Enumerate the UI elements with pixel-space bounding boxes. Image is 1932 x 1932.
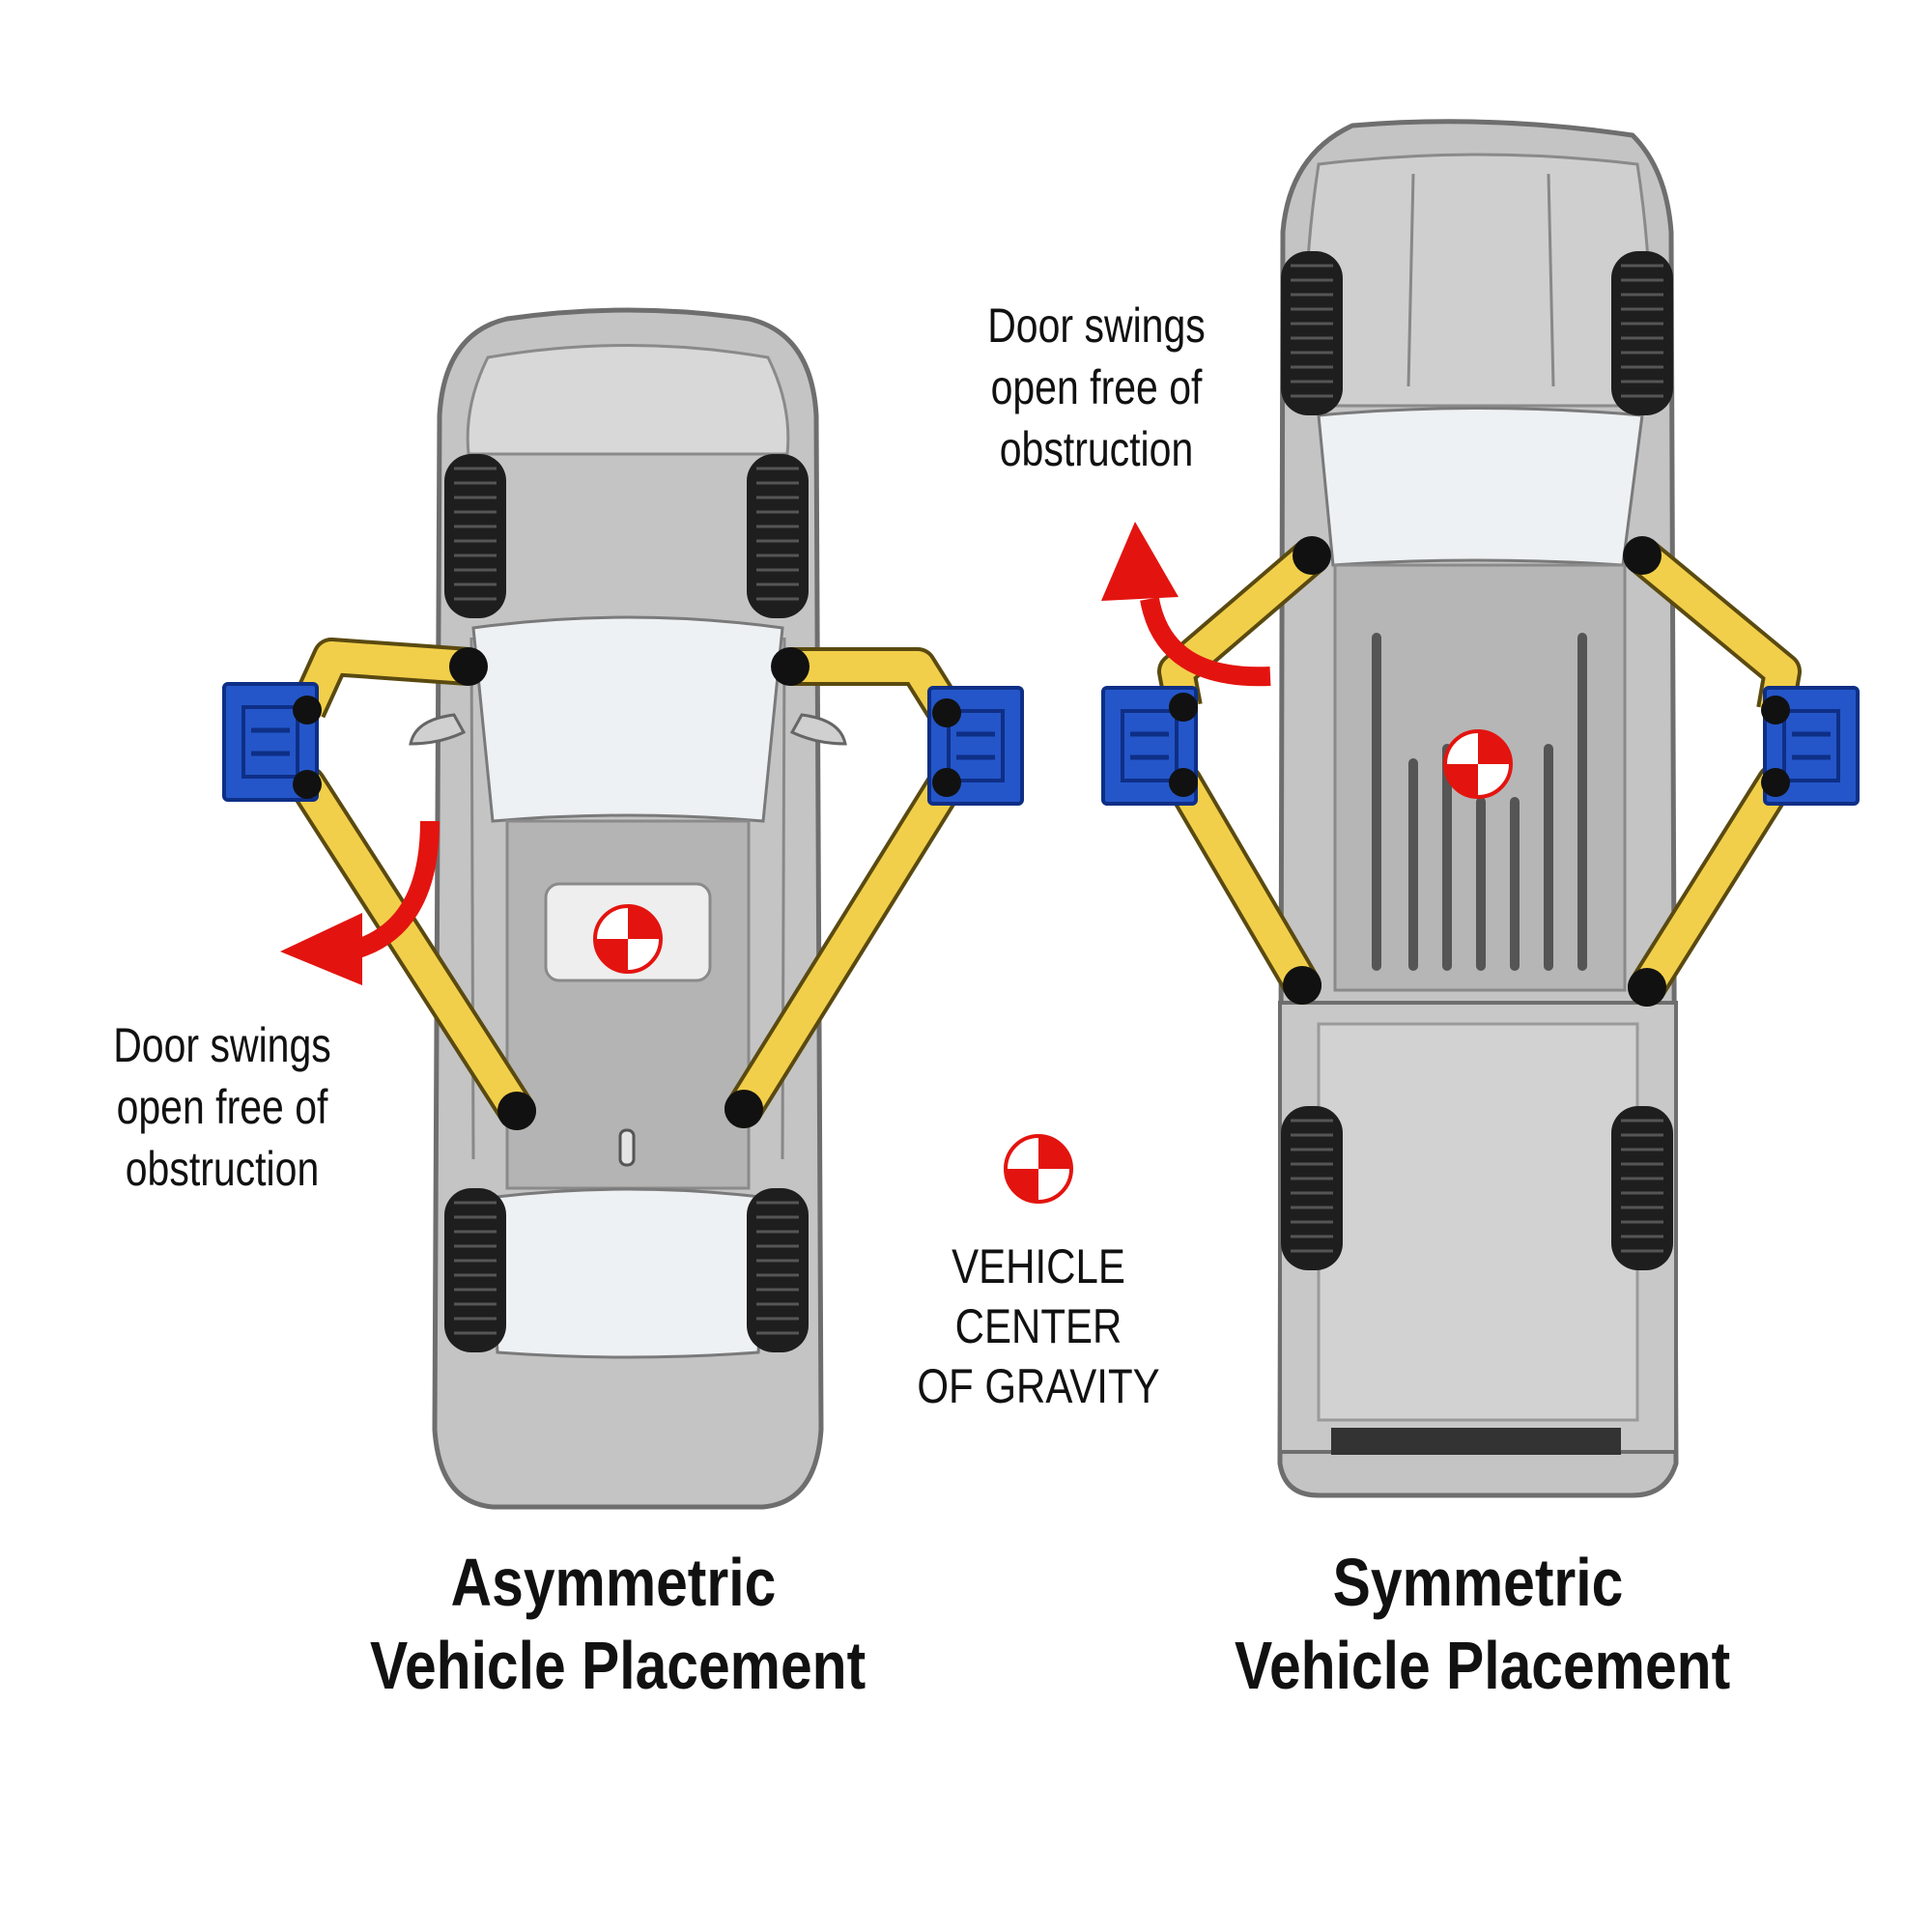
symmetric-placement-title: Symmetric Vehicle Placement (1235, 1541, 1731, 1707)
truck-door-note: Door swings open free of obstruction (985, 295, 1208, 480)
symmetric-title-line-2: Vehicle Placement (1235, 1628, 1731, 1703)
legend-line-2: CENTER (954, 1299, 1122, 1353)
truck-door-note-line-3: obstruction (999, 422, 1194, 476)
pickup-truck-vehicle (1277, 119, 1679, 1498)
sedan-door-note-line-2: open free of (116, 1080, 328, 1134)
truck-door-note-line-2: open free of (990, 360, 1203, 414)
sedan-door-note: Door swings open free of obstruction (111, 1014, 333, 1200)
sedan-door-swing-arrow (280, 820, 440, 985)
asymmetric-placement-title: Asymmetric Vehicle Placement (370, 1541, 867, 1707)
sedan-door-note-line-3: obstruction (125, 1142, 320, 1196)
sedan-center-of-gravity-icon (593, 904, 663, 974)
sedan-arm-pivots (293, 647, 961, 1130)
truck-arm-pivots (1169, 536, 1790, 1007)
asymmetric-title-line-2: Vehicle Placement (370, 1628, 867, 1703)
legend-line-3: OF GRAVITY (917, 1359, 1160, 1413)
asymmetric-title-line-1: Asymmetric (450, 1545, 777, 1620)
sedan-door-note-line-1: Door swings (113, 1018, 331, 1072)
center-of-gravity-legend: VEHICLE CENTER OF GRAVITY (917, 1236, 1160, 1416)
truck-door-note-line-1: Door swings (987, 298, 1206, 353)
legend-center-of-gravity-icon (1004, 1134, 1073, 1204)
truck-center-of-gravity-icon (1443, 729, 1513, 799)
legend-line-1: VEHICLE (952, 1239, 1125, 1293)
symmetric-title-line-1: Symmetric (1332, 1545, 1624, 1620)
truck-door-swing-arrow (1101, 522, 1271, 687)
